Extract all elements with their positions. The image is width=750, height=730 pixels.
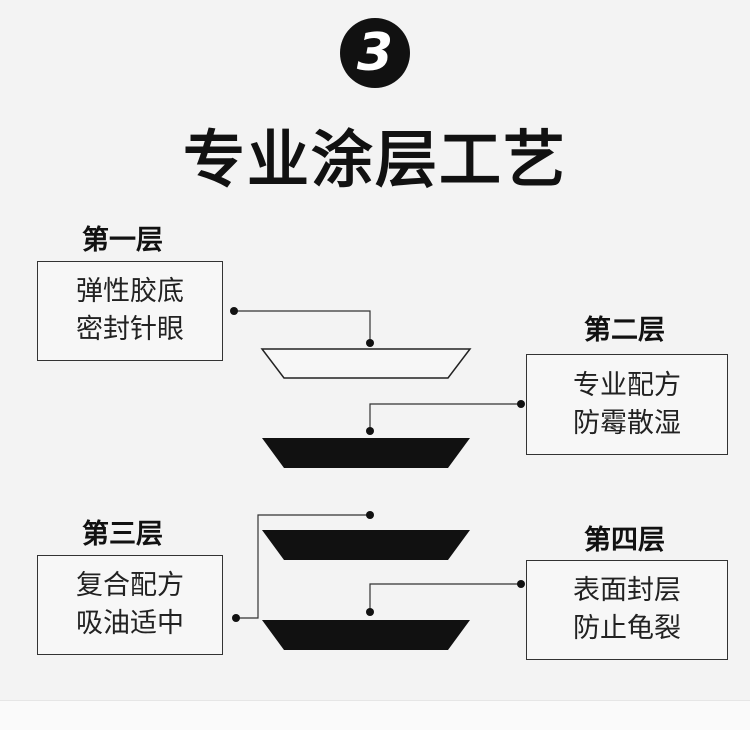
layer-1-connector-dot-end xyxy=(366,339,374,347)
step-number-badge: 3 xyxy=(340,18,410,88)
layer-4-line-1: 表面封层 xyxy=(573,575,681,606)
layer-4-connector-dot-end xyxy=(366,608,374,616)
layer-2-connector-dot-start xyxy=(517,400,525,408)
layer-1-label: 第一层 xyxy=(82,225,163,256)
layer-3-connector xyxy=(236,514,370,619)
layer-3-line-1: 复合配方 xyxy=(76,570,184,601)
layer-4-label: 第四层 xyxy=(584,525,665,556)
layer-4-line-2: 防止龟裂 xyxy=(573,613,681,644)
layer-1-line-1: 弹性胶底 xyxy=(76,276,184,307)
layer-1-line-2: 密封针眼 xyxy=(76,314,184,345)
layer-4-plate xyxy=(262,620,470,650)
layer-2-plate xyxy=(262,438,470,468)
layer-2-connector xyxy=(369,403,521,431)
step-number: 3 xyxy=(356,23,394,83)
layer-1-description-box: 弹性胶底 密封针眼 xyxy=(37,261,223,361)
layer-3-connector-dot-end xyxy=(366,511,374,519)
layer-2-line-2: 防霉散湿 xyxy=(573,407,681,439)
layer-1-connector xyxy=(234,310,371,343)
page-title: 专业涂层工艺 xyxy=(182,123,567,196)
layer-2-description-box: 专业配方 防霉散湿 xyxy=(526,354,728,455)
layer-3-line-2: 吸油适中 xyxy=(76,608,184,639)
layer-4-connector-dot-start xyxy=(517,580,525,588)
layer-3-plate xyxy=(262,530,470,560)
layer-3-description-box: 复合配方 吸油适中 xyxy=(37,555,223,655)
footer-band xyxy=(0,700,750,730)
layer-4-connector xyxy=(369,583,521,612)
layer-4-description-box: 表面封层 防止龟裂 xyxy=(526,560,728,660)
layer-3-label: 第三层 xyxy=(82,519,163,550)
layer-1-connector-dot-start xyxy=(230,307,238,315)
layer-2-label: 第二层 xyxy=(584,315,665,346)
layer-2-connector-dot-end xyxy=(366,427,374,435)
layer-1-plate xyxy=(260,348,472,379)
layer-2-line-1: 专业配方 xyxy=(573,369,681,401)
layer-3-connector-dot-start xyxy=(232,614,240,622)
